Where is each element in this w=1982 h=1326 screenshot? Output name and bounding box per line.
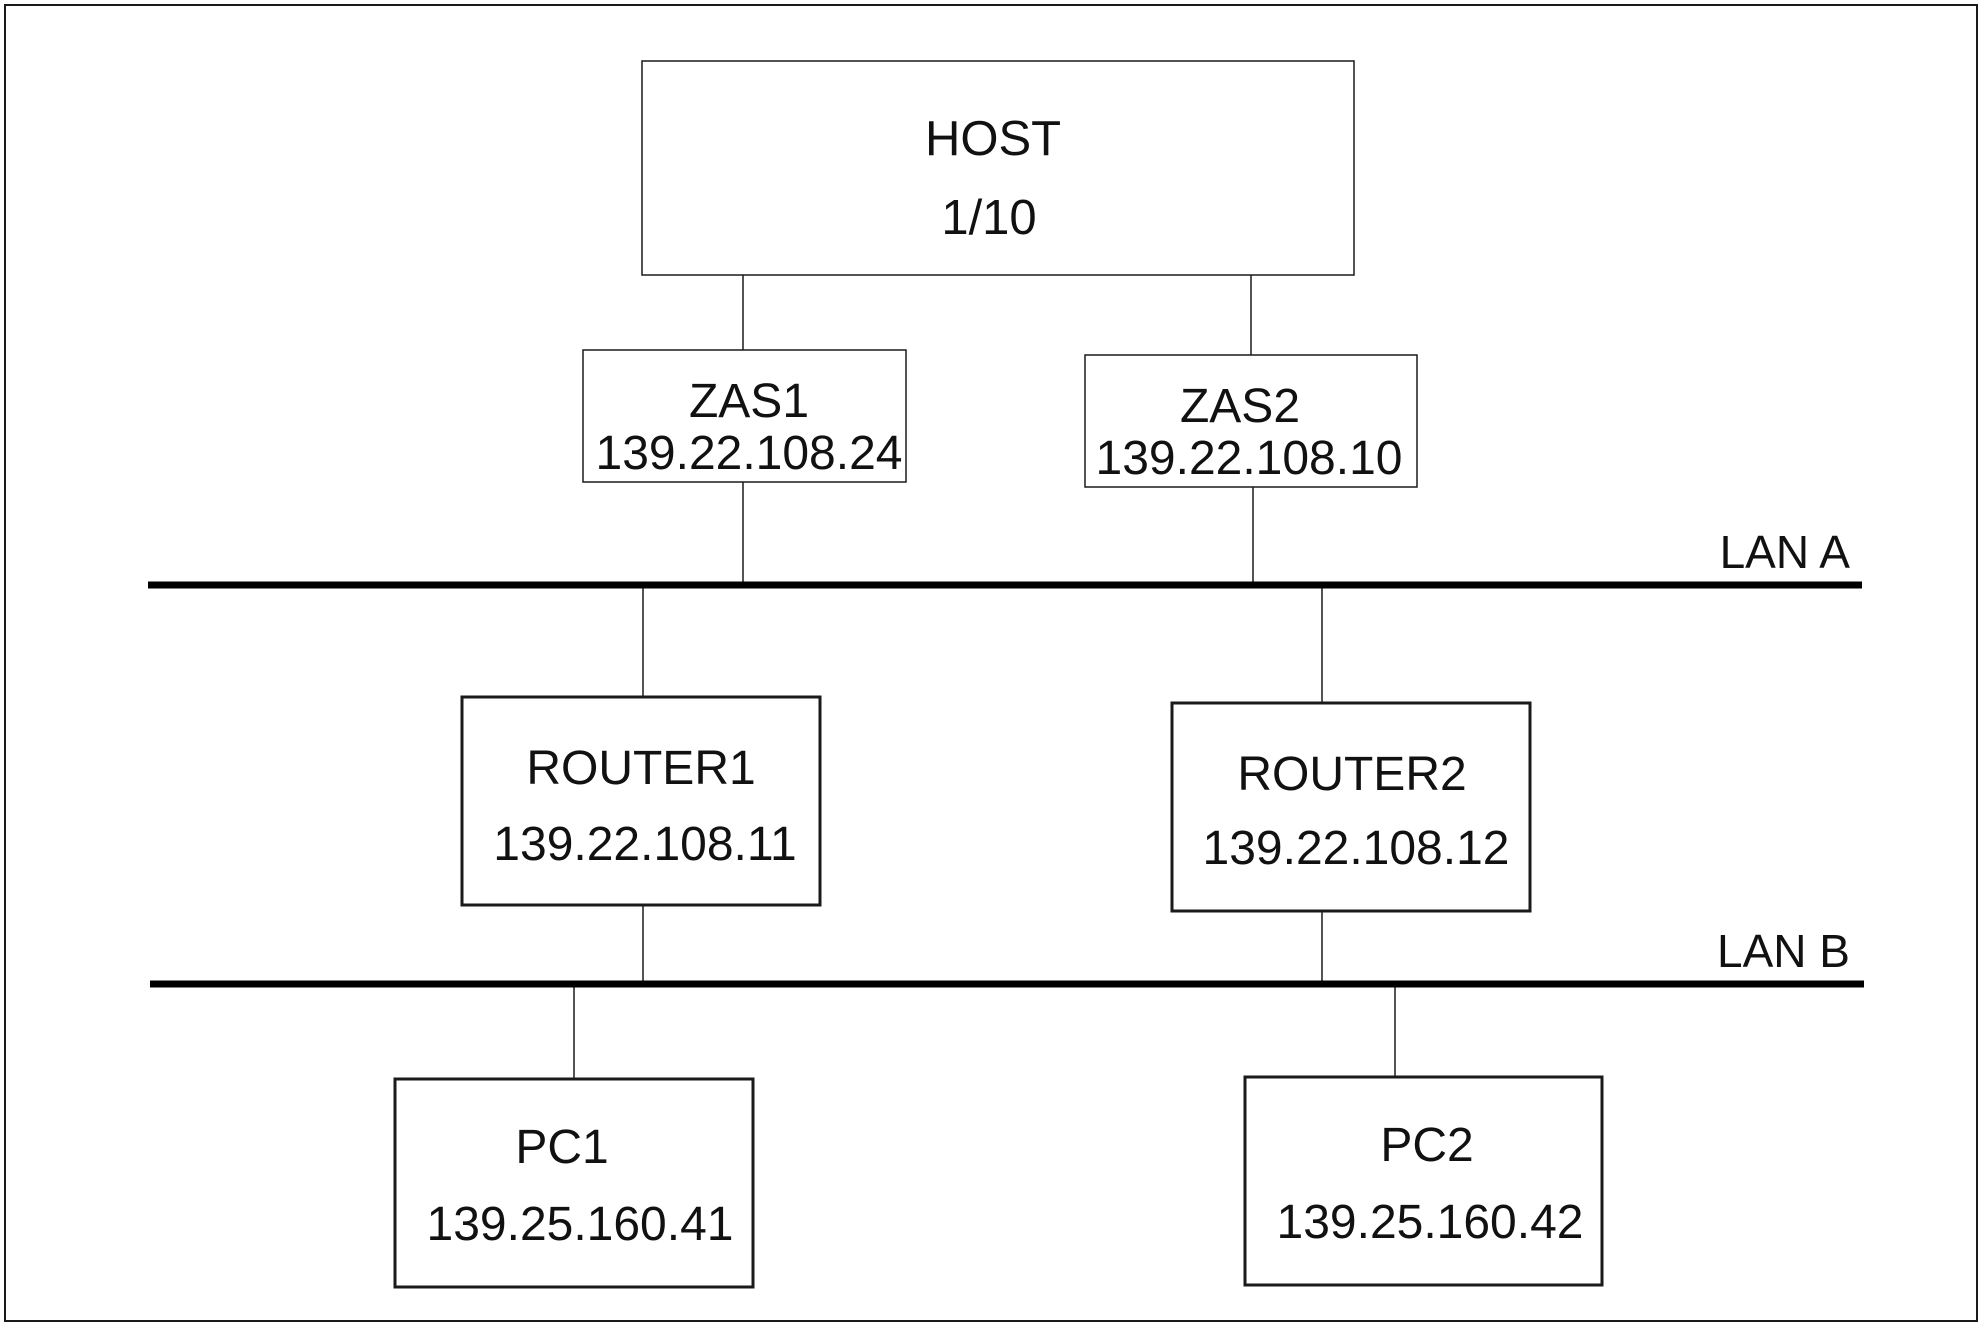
host-node[interactable]: HOST 1/10 bbox=[641, 60, 1355, 276]
pc2-node[interactable]: PC2 139.25.160.42 bbox=[1243, 1075, 1604, 1287]
zas2-box bbox=[1084, 354, 1418, 488]
lan-a-label: LAN A bbox=[1720, 526, 1851, 578]
router1-address: 139.22.108.11 bbox=[493, 818, 796, 871]
zas1-node[interactable]: ZAS1 139.22.108.24 bbox=[582, 349, 907, 483]
router1-name: ROUTER1 bbox=[526, 742, 755, 795]
zas2-node[interactable]: ZAS2 139.22.108.10 bbox=[1084, 354, 1418, 488]
zas1-name: ZAS1 bbox=[689, 375, 809, 428]
lan-b-label: LAN B bbox=[1717, 925, 1850, 977]
diagram-frame bbox=[4, 4, 1978, 1322]
pc1-box bbox=[393, 1077, 755, 1289]
host-name: HOST bbox=[925, 112, 1061, 166]
pc1-node[interactable]: PC1 139.25.160.41 bbox=[393, 1077, 755, 1289]
zas2-name: ZAS2 bbox=[1180, 380, 1300, 433]
router2-box bbox=[1170, 701, 1532, 913]
zas1-address: 139.22.108.24 bbox=[596, 427, 903, 480]
router2-address: 139.22.108.12 bbox=[1203, 822, 1510, 875]
connections bbox=[573, 275, 1396, 1079]
router2-name: ROUTER2 bbox=[1237, 748, 1466, 801]
router1-node[interactable]: ROUTER1 139.22.108.11 bbox=[460, 695, 822, 907]
pc1-name: PC1 bbox=[515, 1121, 608, 1174]
router1-box bbox=[460, 695, 822, 907]
pc2-box bbox=[1243, 1075, 1604, 1287]
zas1-box bbox=[582, 349, 907, 483]
host-address: 1/10 bbox=[941, 191, 1036, 245]
pc2-name: PC2 bbox=[1380, 1119, 1473, 1172]
router2-node[interactable]: ROUTER2 139.22.108.12 bbox=[1170, 701, 1532, 913]
host-box bbox=[641, 60, 1355, 276]
pc2-address: 139.25.160.42 bbox=[1277, 1196, 1584, 1249]
zas2-address: 139.22.108.10 bbox=[1096, 432, 1403, 485]
pc1-address: 139.25.160.41 bbox=[427, 1198, 734, 1251]
